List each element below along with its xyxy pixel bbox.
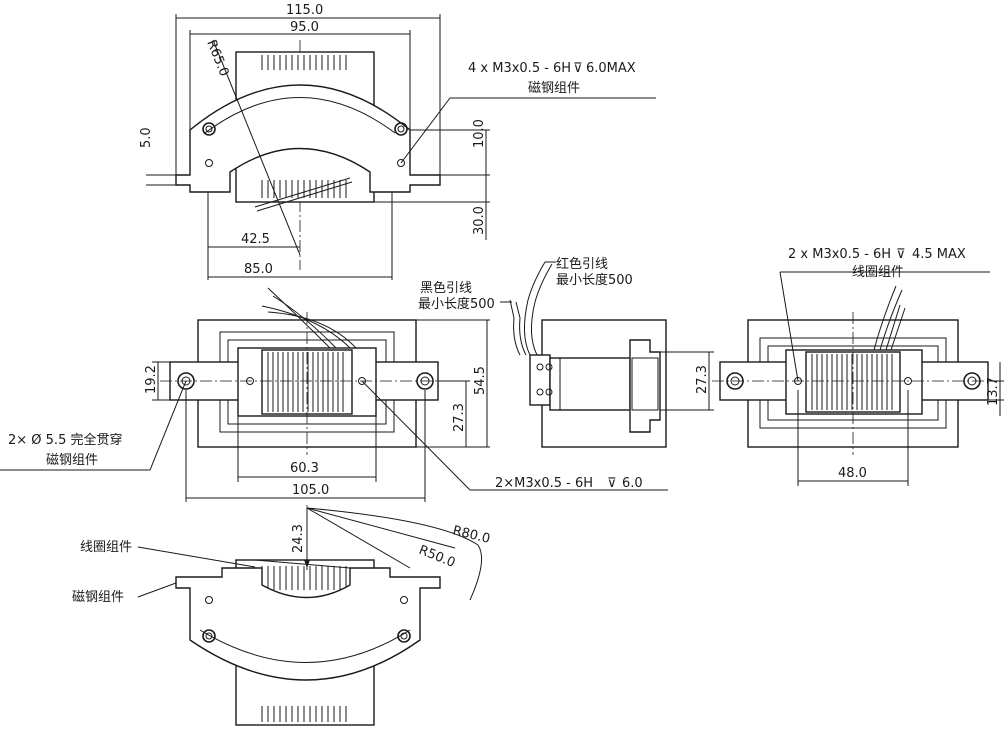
callout-right-thread-depth: 4.5 MAX	[912, 247, 966, 262]
dim-top-85: 85.0	[244, 262, 273, 277]
callout-front-thread-depth: 6.0	[622, 476, 643, 491]
callout-front-thread: 2×M3x0.5 - 6H	[495, 476, 593, 491]
dim-front-19-2: 19.2	[144, 365, 159, 394]
callout-right-thread: 2 x M3x0.5 - 6H	[788, 247, 891, 262]
label-coil-assembly: 线圈组件	[80, 540, 132, 555]
dim-top-95: 95.0	[290, 20, 319, 35]
top-view: 115.0 95.0 R65.0 5.0 10.0 30.0 42.5 85.0…	[139, 3, 656, 280]
dim-front-105: 105.0	[292, 483, 329, 498]
callout-4x-depth: 6.0MAX	[586, 61, 636, 76]
callout-4x-thread: 4 x M3x0.5 - 6H	[468, 61, 571, 76]
callout-through-hole-part: 磁钢组件	[46, 453, 98, 468]
front-view: 19.2 54.5 27.3 60.3 105.0 2× Ø 5.5 完全贯穿 …	[0, 287, 668, 502]
depth-symbol-icon: ⊽	[573, 61, 583, 76]
side-view: 27.3 红色引线 最小长度500 黑色引线 最小长度500	[418, 256, 714, 448]
dim-bottom-24-3: 24.3	[291, 524, 306, 553]
depth-symbol-icon: ⊽	[896, 247, 906, 262]
callout-black-wire-length: 最小长度500	[418, 296, 495, 312]
dim-front-54-5: 54.5	[473, 366, 488, 395]
dim-front-27-3: 27.3	[452, 403, 467, 432]
dim-top-30: 30.0	[472, 206, 487, 235]
dim-top-5: 5.0	[139, 127, 154, 148]
dim-front-60-3: 60.3	[290, 461, 319, 476]
dim-top-r65: R65.0	[203, 38, 231, 79]
dim-right-13-7: 13.7	[986, 377, 1001, 406]
dim-right-48: 48.0	[838, 466, 867, 481]
callout-right-part: 线圈组件	[852, 265, 904, 280]
callout-black-wire: 黑色引线	[420, 280, 472, 296]
dim-side-27-3: 27.3	[695, 365, 710, 394]
depth-symbol-icon: ⊽	[607, 476, 617, 491]
bottom-view: 24.3 R80.0 R50.0 线圈组件 磁钢组件	[72, 505, 492, 726]
label-magnet-assembly: 磁钢组件	[72, 590, 124, 605]
callout-red-wire-length: 最小长度500	[556, 272, 633, 288]
callout-through-hole: 2× Ø 5.5 完全贯穿	[8, 432, 122, 448]
dim-top-115: 115.0	[286, 3, 323, 18]
dim-bottom-r80: R80.0	[451, 523, 491, 547]
right-view: 2 x M3x0.5 - 6H ⊽ 4.5 MAX 线圈组件 13.7 48.0	[712, 247, 1004, 486]
dim-top-42-5: 42.5	[241, 232, 270, 247]
callout-4x-part: 磁钢组件	[528, 81, 580, 96]
callout-red-wire: 红色引线	[556, 256, 608, 272]
dim-top-10: 10.0	[472, 119, 487, 148]
